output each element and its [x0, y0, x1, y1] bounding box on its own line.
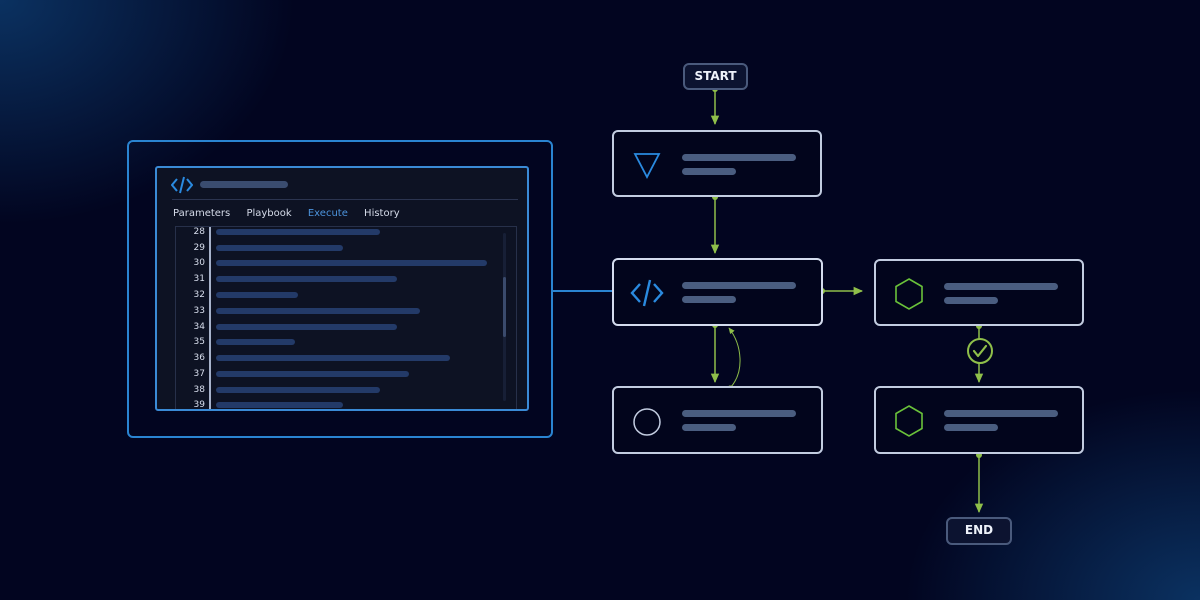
node-subtitle-placeholder [944, 424, 998, 431]
code-placeholder [216, 292, 298, 298]
tab-execute[interactable]: Execute [307, 208, 348, 219]
edge-filter-to-code [710, 194, 720, 255]
circle-icon [633, 408, 661, 436]
code-placeholder [216, 260, 487, 266]
code-editor-window: Parameters Playbook Execute History 28 2… [155, 166, 529, 411]
line-number: 33 [193, 306, 205, 316]
code-placeholder [216, 402, 343, 408]
edge-code-to-action [819, 286, 864, 296]
node-subtitle-placeholder [682, 424, 736, 431]
code-line: 28 [176, 227, 516, 240]
editor-title-placeholder [200, 181, 288, 188]
editor-tabs: Parameters Playbook Execute History [173, 208, 413, 222]
code-line: 37 [176, 367, 516, 382]
code-icon [630, 279, 664, 307]
line-number: 37 [193, 369, 205, 379]
hexagon-icon [895, 278, 923, 310]
code-placeholder [216, 276, 397, 282]
line-number: 29 [193, 243, 205, 253]
flow-node-code[interactable] [612, 258, 823, 326]
tab-parameters[interactable]: Parameters [173, 208, 231, 219]
code-line: 32 [176, 288, 516, 303]
end-node[interactable]: END [946, 517, 1012, 545]
node-title-placeholder [682, 282, 796, 289]
code-line: 33 [176, 304, 516, 319]
edge-circle-loop-back [727, 327, 741, 391]
title-divider [172, 199, 518, 200]
start-node[interactable]: START [683, 63, 748, 90]
node-title-placeholder [682, 154, 796, 161]
code-line: 38 [176, 383, 516, 398]
edge-code-to-circle [710, 322, 720, 384]
code-placeholder [216, 387, 380, 393]
editor-connector-line [553, 290, 614, 292]
node-title-placeholder [944, 410, 1058, 417]
code-placeholder [216, 324, 397, 330]
line-number: 38 [193, 385, 205, 395]
check-icon [967, 338, 993, 364]
flow-node-filter[interactable] [612, 130, 822, 197]
line-number: 39 [193, 400, 205, 410]
flow-node-action-1[interactable] [874, 259, 1084, 326]
line-number: 36 [193, 353, 205, 363]
code-line: 36 [176, 351, 516, 366]
editor-frame [127, 140, 553, 438]
code-line: 34 [176, 320, 516, 335]
flow-node-circle[interactable] [612, 386, 823, 454]
triangle-down-icon [633, 153, 661, 179]
code-placeholder [216, 229, 380, 235]
line-number: 35 [193, 337, 205, 347]
code-placeholder [216, 245, 343, 251]
code-line: 30 [176, 256, 516, 271]
node-title-placeholder [682, 410, 796, 417]
code-placeholder [216, 339, 295, 345]
edge-action2-to-end [974, 452, 984, 514]
scrollbar-track[interactable] [503, 233, 506, 401]
code-line: 31 [176, 272, 516, 287]
code-placeholder [216, 355, 450, 361]
code-line: 35 [176, 335, 516, 350]
node-title-placeholder [944, 283, 1058, 290]
hexagon-icon [895, 405, 923, 437]
edge-start-to-filter [710, 86, 720, 126]
code-area[interactable]: 28 29 30 31 32 33 34 35 [175, 226, 517, 410]
scrollbar-thumb[interactable] [503, 277, 506, 337]
flow-node-action-2[interactable] [874, 386, 1084, 454]
code-icon [171, 176, 193, 194]
code-placeholder [216, 308, 420, 314]
node-subtitle-placeholder [682, 168, 736, 175]
node-subtitle-placeholder [682, 296, 736, 303]
tab-history[interactable]: History [364, 208, 400, 219]
line-number: 32 [193, 290, 205, 300]
code-placeholder [216, 371, 409, 377]
line-number: 31 [193, 274, 205, 284]
line-number: 34 [193, 322, 205, 332]
gutter-divider [209, 227, 211, 409]
tab-playbook[interactable]: Playbook [246, 208, 292, 219]
line-number: 30 [193, 258, 205, 268]
line-number: 28 [193, 227, 205, 237]
code-line: 29 [176, 241, 516, 256]
node-subtitle-placeholder [944, 297, 998, 304]
code-line: 39 [176, 398, 516, 410]
